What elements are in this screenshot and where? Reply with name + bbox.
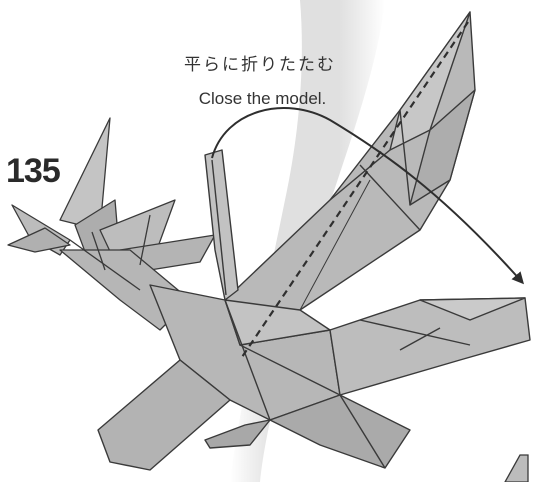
- caption-english: Close the model.: [155, 89, 370, 109]
- right-wing: [330, 298, 530, 395]
- step-number: 135: [6, 152, 60, 191]
- caption-japanese: 平らに折りたたむ: [160, 50, 360, 75]
- neck-flap: [205, 150, 238, 300]
- bottom-right-tip: [505, 455, 528, 482]
